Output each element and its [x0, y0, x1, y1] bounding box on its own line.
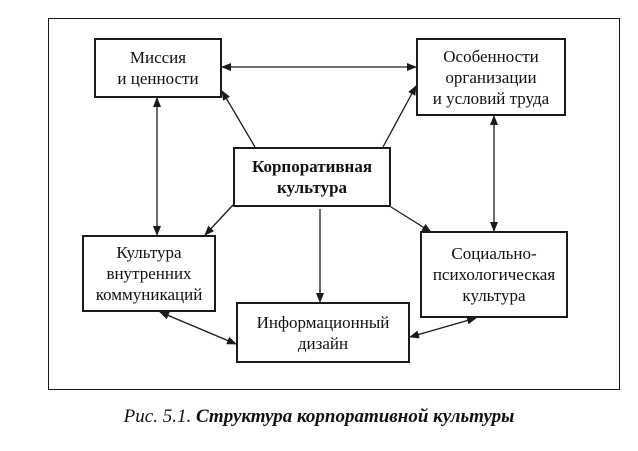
node-org-features: Особенности организации и условий труда: [416, 38, 566, 116]
caption-title: Структура корпоративной культуры: [195, 406, 515, 427]
node-internal-communications: Культура внутренних коммуникаций: [82, 235, 216, 312]
figure-caption: Рис. 5.1. Структура корпоративной культу…: [0, 406, 638, 428]
edge-center-mission: [221, 90, 256, 148]
node-mission-values: Миссия и ценности: [94, 38, 222, 98]
caption-prefix: Рис. 5.1.: [123, 406, 196, 427]
edge-social-info: [409, 316, 477, 339]
edge-center-social: [390, 206, 432, 233]
node-information-design: Информационный дизайн: [236, 302, 410, 363]
edge-center-features: [382, 85, 417, 148]
edge-center-internal: [204, 204, 234, 236]
diagram-frame: [48, 18, 620, 390]
node-corporate-culture: Корпоративная культура: [233, 147, 391, 207]
node-social-psychological: Социально- психологическая культура: [420, 231, 568, 318]
edge-internal-info: [159, 311, 237, 345]
